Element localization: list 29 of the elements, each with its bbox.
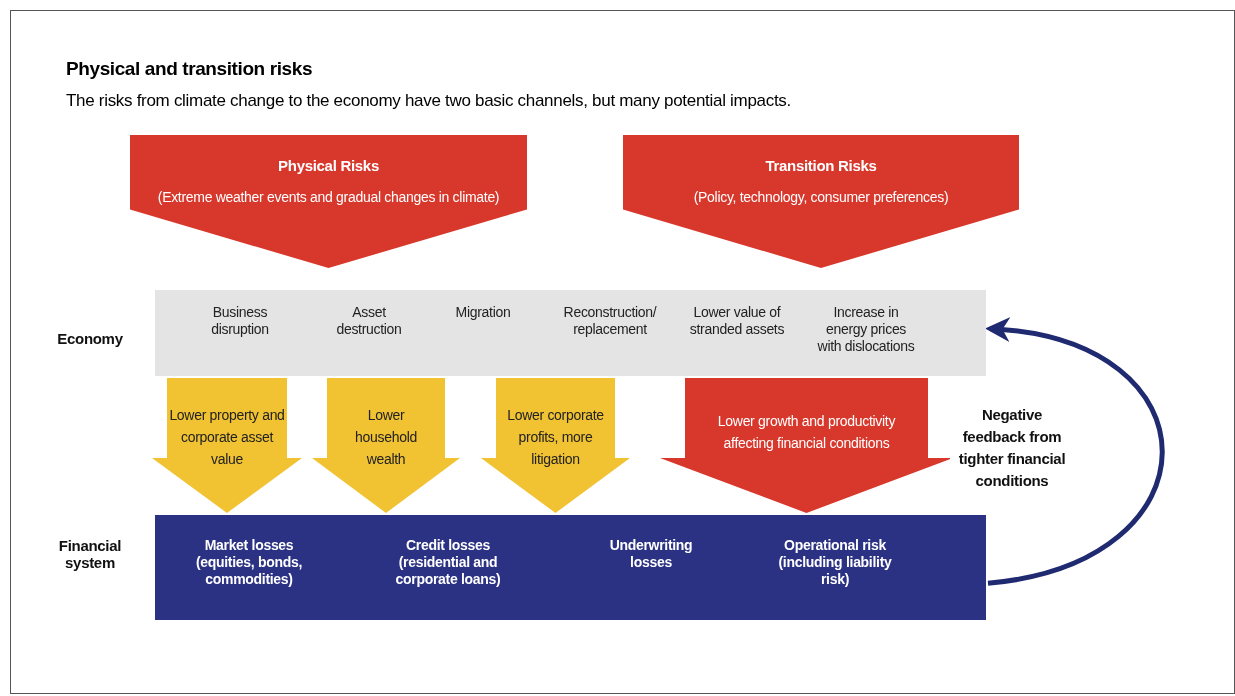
- edge-label: Lower corporate profits, more litigation: [506, 406, 605, 469]
- chevron-arrow: [481, 378, 630, 513]
- impact-item-text: Reconstruction/ replacement: [562, 304, 658, 338]
- impact-item-text: Underwriting losses: [608, 537, 694, 571]
- chevron-text: (Extreme weather events and gradual changes in climate): [156, 189, 501, 206]
- chevron-arrow: [152, 378, 302, 513]
- chevron-heading: Transition Risks: [764, 157, 878, 174]
- curved-arrow: [985, 318, 1165, 586]
- risk-chevron: [623, 135, 1019, 268]
- impact-item-text: Credit losses (residential and corporate loans): [394, 537, 502, 588]
- impact-item-text: Business disruption: [210, 304, 270, 338]
- risk-chevron: [130, 135, 527, 268]
- sector-heading: Economy: [56, 330, 124, 347]
- diagram-title: Physical and transition risks: [66, 58, 313, 80]
- edge-label: Lower household wealth: [354, 406, 418, 469]
- impact-item-text: Market losses (equities, bonds, commodities): [194, 537, 304, 588]
- chevron-arrow: [312, 378, 460, 513]
- edge-label: Lower property and corporate asset value: [168, 406, 286, 469]
- impact-item-text: Asset destruction: [335, 304, 403, 338]
- edge-label: Lower growth and productivity affecting financial conditions: [716, 412, 897, 453]
- chevron-heading: Physical Risks: [277, 157, 380, 174]
- impact-item-text: Migration: [454, 304, 512, 321]
- chevron-text: (Policy, technology, consumer preferences): [692, 189, 950, 206]
- impact-item-text: Operational risk (including liability risk): [777, 537, 893, 588]
- impact-item-text: Lower value of stranded assets: [688, 304, 786, 338]
- sector-heading: Financial system: [57, 537, 123, 571]
- impact-item-text: Increase in energy prices with dislocations: [816, 304, 916, 355]
- chevron-arrow: [660, 378, 953, 513]
- diagram-caption: The risks from climate change to the economy have two basic channels, but many potential impacts.: [66, 91, 791, 111]
